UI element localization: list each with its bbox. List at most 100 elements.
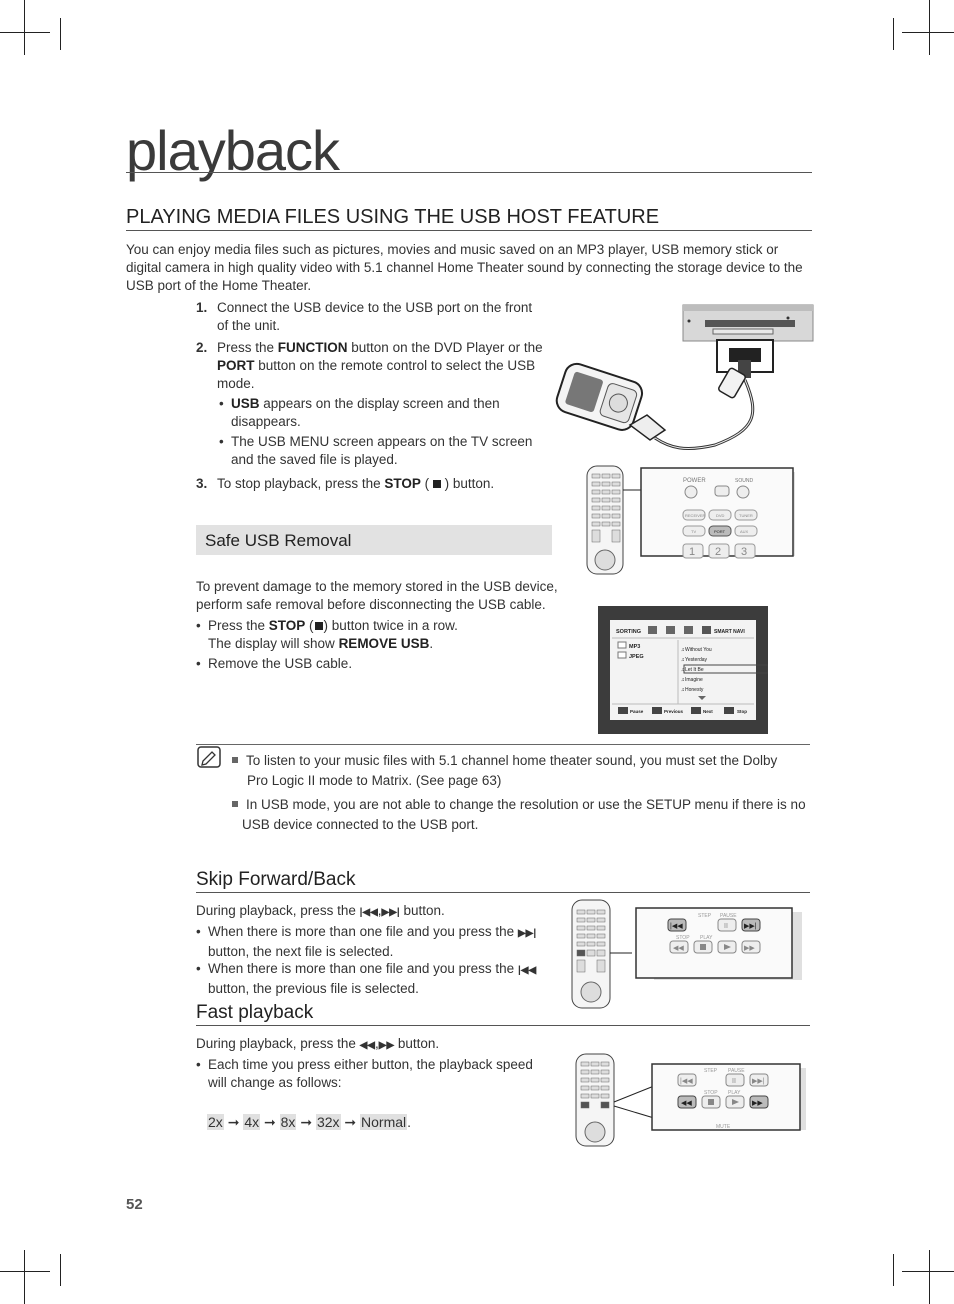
bullet-text-part: When there is more than one file and you… [208,924,515,939]
svg-text:◀◀: ◀◀ [681,1100,692,1107]
remove-usb-label: REMOVE USB [338,636,430,651]
svg-text:II: II [732,1078,736,1085]
remote-sound-label: SOUND [735,478,753,484]
crop-mark [24,0,25,55]
panel-label: PLAY [728,1090,741,1096]
usb-menu-screen: SORTING SMART NAVI MP3 JPEG Without You … [598,606,768,734]
svg-text:▶▶: ▶▶ [752,1100,763,1107]
function-key-label: FUNCTION [277,340,348,355]
bullet-text: When there is more than one file and you… [208,923,548,961]
panel-label: STEP [698,913,712,919]
step-3: 3. To stop playback, press the STOP ( ) … [196,475,556,495]
crop-mark [929,1250,930,1304]
remote-number-label: 2 [715,546,721,558]
bullet-text-part: Press the [208,618,269,633]
remote-button-label: DVD [716,513,725,518]
bullet-text-part: The USB MENU screen appears on the TV sc… [231,434,533,449]
bullet-dot: • [196,924,201,939]
fast-text-part: During playback, press the [196,1036,360,1051]
svg-text:♫: ♫ [681,657,685,663]
track-label: Honesty [685,687,704,693]
svg-text:◀◀: ◀◀ [673,945,684,952]
intro-paragraph: You can enjoy media files such as pictur… [126,242,803,293]
panel-label: STOP [704,1090,718,1096]
track-label-selected: Let It Be [685,667,704,673]
panel-label: PLAY [700,935,713,941]
crop-mark [0,32,50,33]
chapter-rule [126,172,812,173]
bullet-text: When there is more than one file and you… [208,960,548,998]
svg-text:▶▶: ▶▶ [744,945,755,952]
skip-bullet-1: • When there is more than one file and y… [196,923,546,959]
remote-button-label: RECEIVER [685,513,706,518]
step-text-part: button. [449,476,495,491]
note-text: In USB mode, you are not able to change … [246,797,806,812]
stop-icon [314,622,323,630]
bullet-dot: • [196,656,201,671]
crop-mark [902,1271,954,1272]
remote-button-label: AUX [740,529,749,534]
port-key-label: PORT [217,358,255,373]
speed-value: Normal [360,1114,408,1130]
note-bullet [232,801,238,807]
skip-forward-icon: ▶▶| [517,928,537,939]
svg-text:♫: ♫ [681,677,685,683]
crop-mark [0,1271,50,1272]
bullet-text: The USB MENU screen appears on the TV sc… [231,433,551,469]
folder-label: JPEG [629,654,644,660]
smart-navi-label: SMART NAVI [714,629,745,635]
control-label: Stop [737,709,747,714]
step-1: 1. Connect the USB device to the USB por… [196,299,556,339]
skip-heading-rule [196,892,810,893]
note-text: To listen to your music files with 5.1 c… [246,753,778,768]
usb-connection-illustration [555,304,814,451]
safe-removal-bullet-1: • Press the STOP () button twice in a ro… [196,617,556,651]
sorting-label: SORTING [616,629,641,635]
crop-mark [893,18,894,50]
chapter-title: playback [126,119,340,182]
skip-forward-icon: ▶▶| [381,907,400,918]
section-rule [126,230,812,231]
safe-usb-removal-heading: Safe USB Removal [205,531,352,550]
panel-label: MUTE [716,1124,731,1130]
bullet-text-part: When there is more than one file and you… [208,961,515,976]
step-text-line: of the unit. [217,318,281,333]
fast-bullet: • Each time you press either button, the… [196,1056,546,1090]
svg-text:|◀◀: |◀◀ [670,923,683,930]
control-label: Next [703,709,713,714]
control-label: Pause [630,709,644,714]
remote-fast-illustration: STEP PAUSE STOP PLAY MUTE |◀◀ II ▶▶| ◀◀ … [575,1053,806,1147]
skip-text-part: button. [399,903,445,918]
arrow-right-icon: ➞ [227,1114,240,1130]
remote-port-button-label: PORT [714,529,726,534]
bullet-text-part: The display will show [208,636,339,651]
note-text: Pro Logic II mode to Matrix. (See page 6… [247,773,502,788]
crop-mark [929,0,930,55]
crop-mark [60,1254,61,1286]
step-text-part: To stop playback, press the [217,476,385,491]
safe-removal-line: To prevent damage to the memory stored i… [196,579,558,594]
speed-sequence: 2x ➞ 4x ➞ 8x ➞ 32x ➞ Normal. [207,1114,412,1130]
skip-back-icon: |◀◀ [517,965,537,976]
bullet-text-part: . [429,636,434,651]
speed-value: 4x [243,1114,261,1130]
track-label: Imagine [685,677,703,683]
svg-text:|◀◀: |◀◀ [680,1078,693,1085]
usb-key-label: USB [231,396,260,411]
bullet-dot: • [196,961,201,976]
bullet-text-part: button twice in a row. [328,618,458,633]
svg-text:♫: ♫ [681,687,685,693]
note-item-2: In USB mode, you are not able to change … [232,795,812,835]
remote-number-label: 3 [741,546,747,558]
bullet-dot: • [219,396,224,411]
section-title: PLAYING MEDIA FILES USING THE USB HOST F… [126,206,660,228]
crop-mark [902,32,954,33]
step-number: 3. [196,476,208,491]
step-text-part: button on the remote control to select t… [254,358,536,373]
skip-heading: Skip Forward/Back [196,869,356,890]
arrow-right-icon: ➞ [344,1114,357,1130]
folder-label: MP3 [629,644,640,650]
note-item-1: To listen to your music files with 5.1 c… [232,751,812,791]
bullet-text-part: will change as follows: [208,1075,342,1090]
step2-bullet-1: • USB appears on the display screen and … [219,395,549,429]
